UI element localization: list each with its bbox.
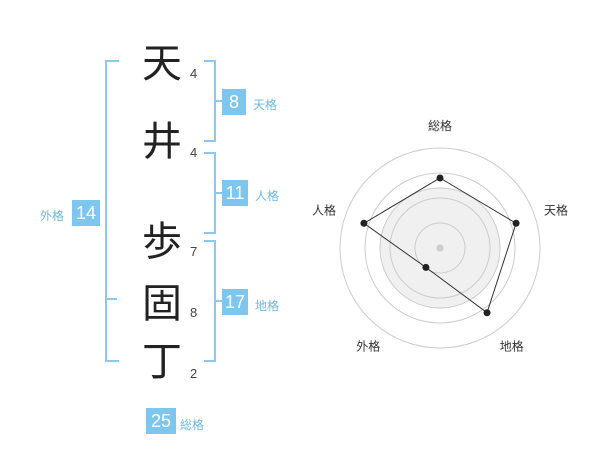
radar-axis-label: 総格	[428, 118, 452, 133]
stroke-count-1: 4	[190, 66, 198, 81]
radar-point-3	[422, 263, 430, 271]
radar-axis-label: 地格	[500, 339, 524, 354]
radar-center-dot	[436, 244, 444, 252]
jinkaku-label: 人格	[255, 189, 280, 203]
radar-grid-ring	[339, 147, 541, 349]
radar-axis-label: 天格	[544, 202, 568, 217]
stroke-count-3: 7	[190, 244, 198, 259]
tenkaku-bracket-tick	[214, 100, 222, 102]
stroke-count-5: 2	[190, 366, 198, 381]
chikaku-value: 17	[222, 289, 248, 315]
chikaku-bracket-tick	[214, 300, 222, 302]
stroke-count-4: 8	[190, 305, 198, 320]
stroke-count-2: 4	[190, 145, 198, 160]
radar-point-0	[436, 174, 444, 182]
gaikaku-bracket-tick	[105, 298, 117, 300]
radar-point-1	[512, 219, 520, 227]
tenkaku-value: 8	[222, 89, 246, 115]
jinkaku-bracket-tick	[214, 192, 222, 194]
radar-grid-ring	[389, 197, 491, 299]
gaikaku-value: 14	[72, 200, 100, 226]
radar-axis-label: 外格	[356, 339, 380, 354]
radar-grid-ring	[414, 222, 466, 274]
radar-point-2	[483, 309, 491, 317]
chikaku-label: 地格	[255, 299, 280, 313]
gaikaku-label: 外格	[40, 209, 65, 223]
tenkaku-label: 天格	[253, 98, 278, 112]
radar-point-4	[360, 219, 368, 227]
jinkaku-value: 11	[222, 180, 248, 206]
name-char-3: 歩	[142, 219, 182, 265]
name-char-5: 丁	[142, 339, 182, 385]
name-char-2: 井	[142, 119, 182, 165]
soukaku-label: 総格	[180, 418, 205, 432]
soukaku-value: 25	[146, 408, 176, 434]
radar-grid-ring	[364, 172, 516, 324]
name-char-1: 天	[142, 41, 182, 87]
radar-polygon	[362, 177, 517, 314]
gaikaku-bracket	[105, 60, 119, 362]
radar-axis-label: 人格	[312, 202, 336, 217]
name-char-4: 固	[142, 281, 182, 327]
